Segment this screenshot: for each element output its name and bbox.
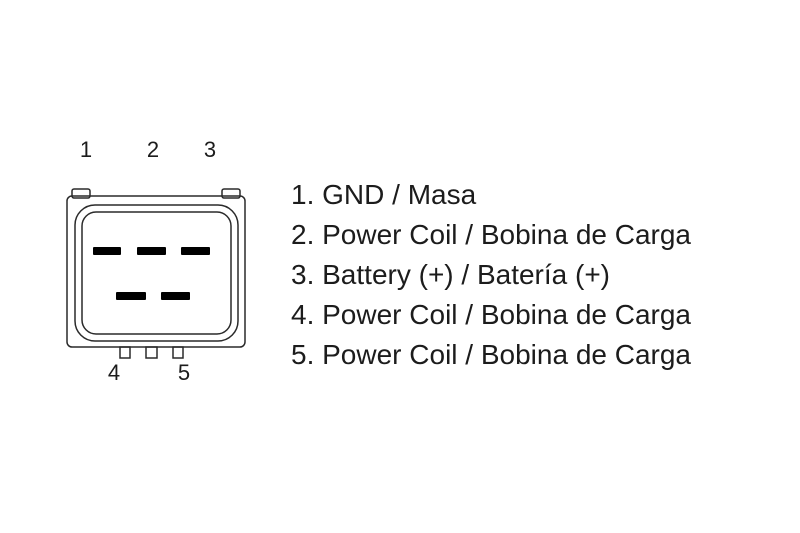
pin-number-3: 3	[203, 137, 217, 162]
legend-item-3: 3. Battery (+) / Batería (+)	[291, 259, 611, 290]
pin-slot-5	[161, 292, 190, 300]
connector-face-outline	[81, 211, 232, 335]
pin-slot-1	[93, 247, 121, 255]
connector-seal-outline	[74, 204, 239, 342]
connector-diagram: 1 2 3 4 5	[0, 0, 280, 533]
legend-item-4: 4. Power Coil / Bobina de Carga	[291, 299, 691, 330]
pin-slot-3	[181, 247, 210, 255]
bottom-tab-3-icon	[172, 346, 184, 359]
connector-drawing	[66, 188, 246, 359]
legend-item-1: 1. GND / Masa	[291, 179, 477, 210]
pin-number-4: 4	[107, 360, 121, 385]
mount-tab-left-icon	[71, 188, 91, 199]
bottom-tab-2-icon	[145, 346, 158, 359]
legend-item-2: 2. Power Coil / Bobina de Carga	[291, 219, 691, 250]
pinout-legend: 1. GND / Masa 2. Power Coil / Bobina de …	[291, 175, 691, 375]
bottom-tab-1-icon	[119, 346, 131, 359]
pin-number-2: 2	[146, 137, 160, 162]
legend-item-5: 5. Power Coil / Bobina de Carga	[291, 339, 691, 370]
pin-slot-4	[116, 292, 146, 300]
pin-slot-2	[137, 247, 166, 255]
mount-tab-right-icon	[221, 188, 241, 199]
pin-number-5: 5	[177, 360, 191, 385]
connector-housing-outline	[66, 195, 246, 348]
pin-number-1: 1	[79, 137, 93, 162]
